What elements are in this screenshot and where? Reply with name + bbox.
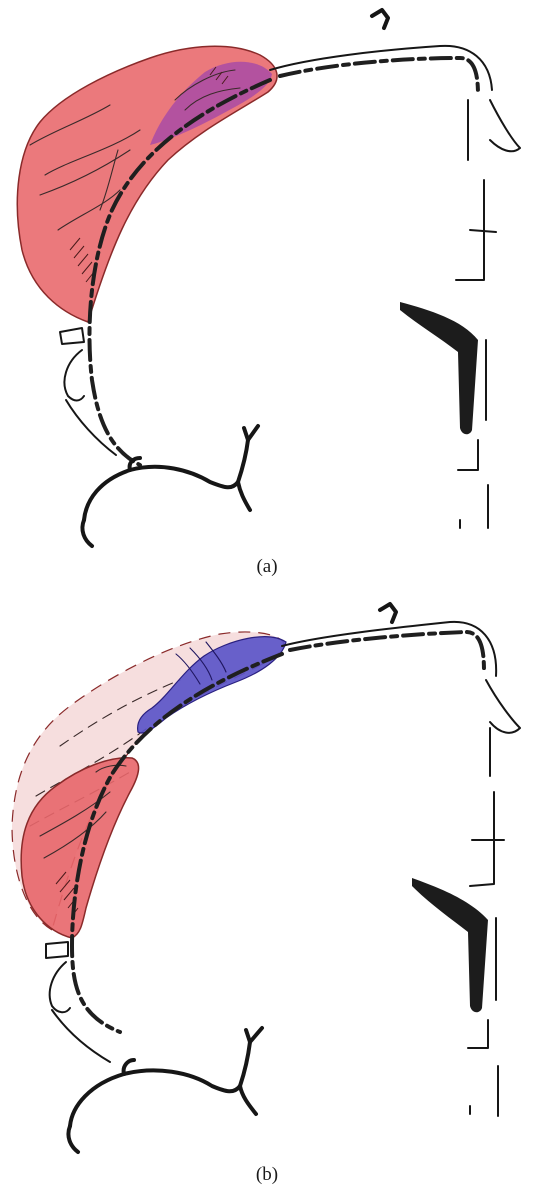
- right-sulci-a: [456, 100, 520, 280]
- panel-a-label: (a): [0, 556, 534, 578]
- panel-a-drawing: [0, 0, 534, 560]
- panel-b: (b): [0, 596, 534, 1193]
- tract-branches-a: [82, 426, 258, 546]
- left-structures-b: [46, 942, 110, 1062]
- cortex-outline-b: [282, 622, 496, 676]
- tract-branches-b: [68, 1028, 262, 1152]
- notch-mark-a: [372, 10, 388, 28]
- panel-b-label: (b): [0, 1164, 534, 1186]
- right-sulci-b: [470, 680, 520, 886]
- notch-mark-b: [380, 604, 396, 622]
- dashed-boundary-top-a: [280, 58, 478, 95]
- cortex-outline-a: [270, 46, 492, 90]
- ventricle-shape-b: [412, 878, 488, 1012]
- panel-b-drawing: [0, 596, 534, 1161]
- panel-a: (a): [0, 0, 534, 590]
- ventricle-shape-a: [400, 302, 478, 434]
